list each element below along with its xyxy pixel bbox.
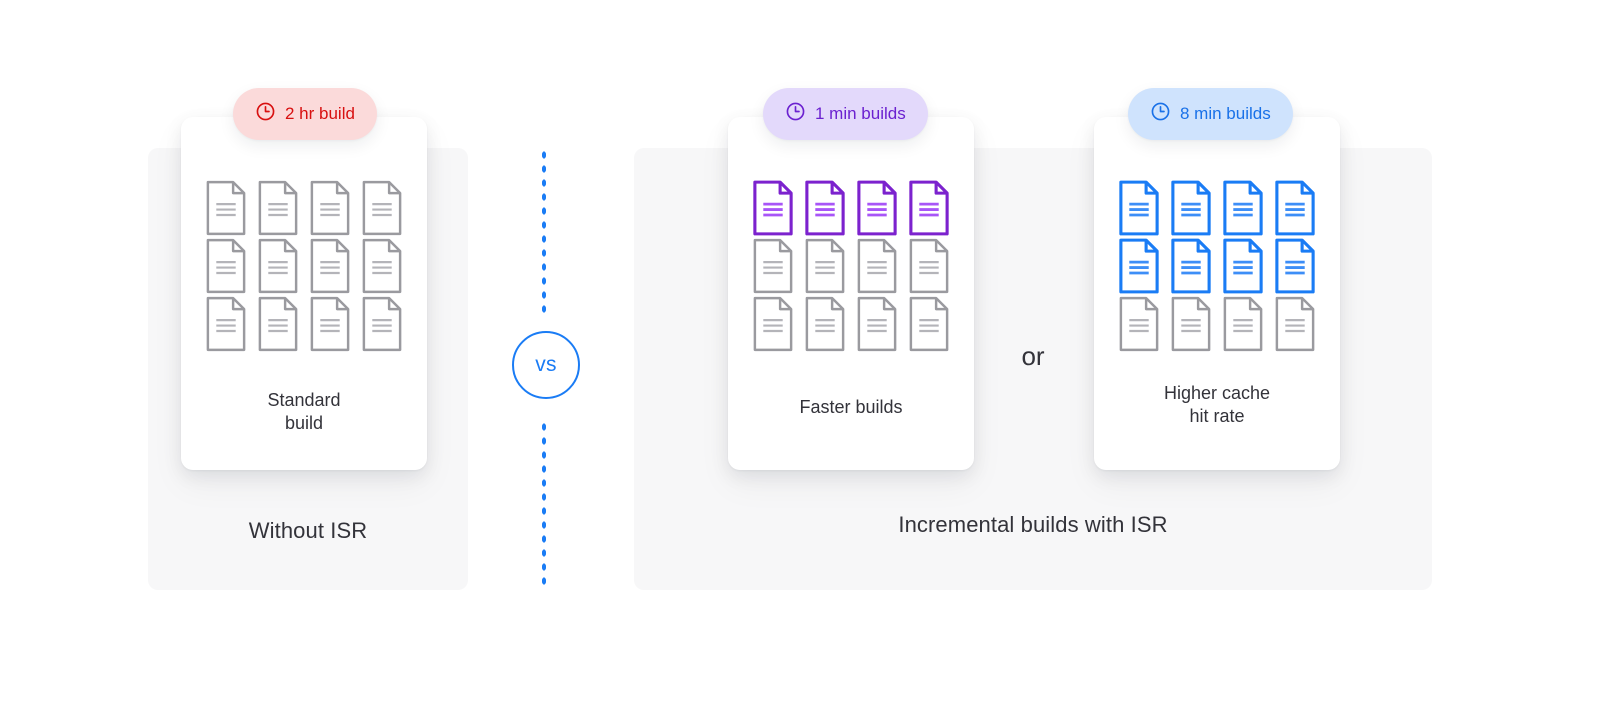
badge-build-time-faster[interactable]: 1 min builds [763,88,928,140]
badge-label: 8 min builds [1180,104,1271,123]
card-label-standard-build: Standard build [267,390,341,433]
document-icon [258,238,298,294]
document-icon [1119,296,1159,352]
document-icon [1119,180,1159,236]
document-icon [805,238,845,294]
clock-icon [785,101,806,127]
document-icon [206,296,246,352]
document-icon [857,296,897,352]
badge-label: 1 min builds [815,104,906,123]
document-icon [206,180,246,236]
panel-caption-without-isr: Without ISR [248,518,368,543]
dotted-line-top [540,148,548,318]
panel-caption-incremental-isr: Incremental builds with ISR [898,512,1168,537]
document-grid-faster [728,179,974,353]
document-icon [206,238,246,294]
document-icon [805,296,845,352]
badge-build-time-cache[interactable]: 8 min builds [1128,88,1293,140]
document-icon [1275,296,1315,352]
document-icon [909,296,949,352]
document-icon [310,296,350,352]
document-icon [258,296,298,352]
document-grid-standard [181,179,427,353]
document-icon [1171,238,1211,294]
card-higher-cache-hit-rate[interactable]: Higher cache hit rate [1094,117,1340,470]
document-icon [310,180,350,236]
document-icon [310,238,350,294]
document-icon [1275,180,1315,236]
card-label-faster-builds: Faster builds [799,397,903,417]
document-icon [857,180,897,236]
document-icon [362,296,402,352]
document-icon [1223,296,1263,352]
document-icon [909,238,949,294]
document-icon [362,238,402,294]
document-icon [362,180,402,236]
document-icon [1223,180,1263,236]
document-icon [1171,180,1211,236]
document-icon [857,238,897,294]
document-icon [753,180,793,236]
document-icon [258,180,298,236]
vs-badge: vs [512,331,580,399]
document-icon [1171,296,1211,352]
vs-divider-line [540,148,548,590]
document-icon [753,238,793,294]
vs-label: vs [535,353,557,376]
document-grid-cache [1094,179,1340,353]
card-standard-build[interactable]: Standard build [181,117,427,470]
document-icon [1223,238,1263,294]
document-icon [753,296,793,352]
badge-label: 2 hr build [285,104,355,123]
document-icon [909,180,949,236]
card-faster-builds[interactable]: Faster builds [728,117,974,470]
dotted-line-bottom [540,420,548,590]
document-icon [1119,238,1159,294]
clock-icon [255,101,276,127]
card-label-higher-cache-hit-rate: Higher cache hit rate [1163,383,1271,426]
or-separator: or [1021,341,1045,371]
clock-icon [1150,101,1171,127]
document-icon [805,180,845,236]
document-icon [1275,238,1315,294]
badge-build-time-standard[interactable]: 2 hr build [233,88,377,140]
